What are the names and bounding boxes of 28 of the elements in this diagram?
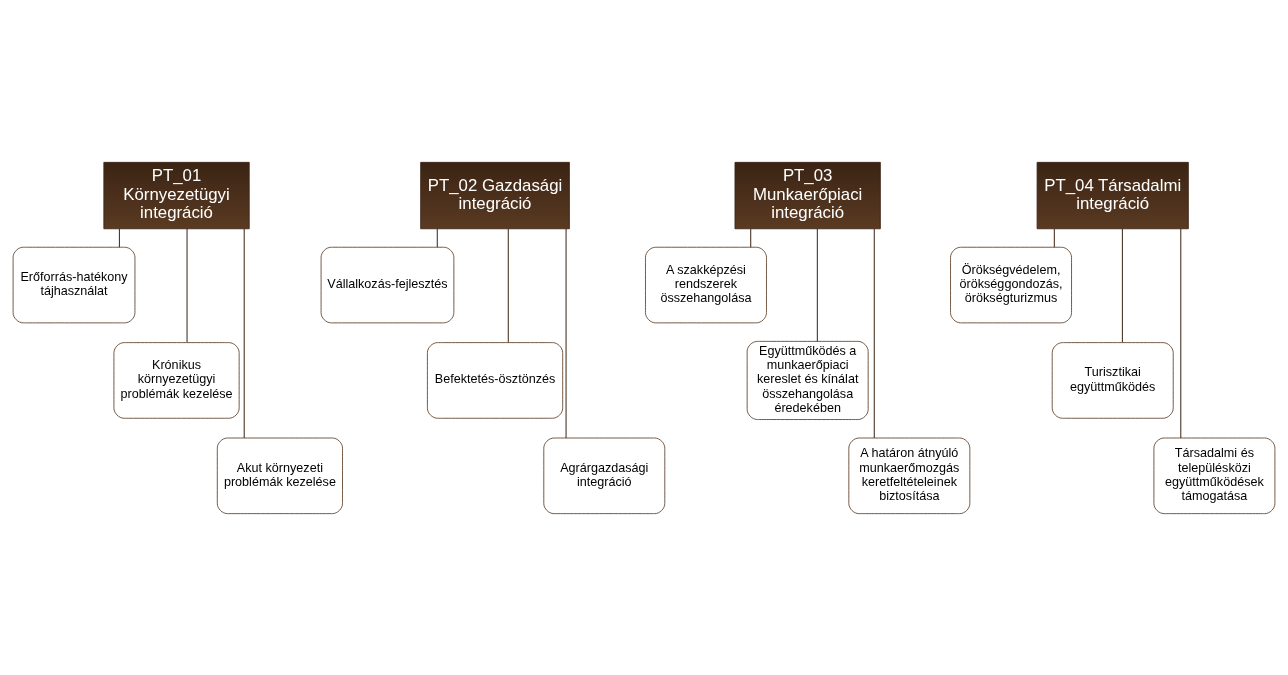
node-box: PT_04 Társadalmi integráció xyxy=(1036,161,1189,229)
node-box: Együttműködés a munkaerőpiaci kereslet és kínálat összehangolása éredekében xyxy=(746,340,869,420)
connector xyxy=(243,227,245,438)
node-box: PT_02 Gazdasági integráció xyxy=(420,161,570,229)
node-box: A határon átnyúló munkaerőmozgás keretfeltételeinek biztosítása xyxy=(848,437,971,514)
connector xyxy=(507,227,509,343)
connector xyxy=(1180,227,1182,438)
node-box: A szakképzési rendszerek összehangolása xyxy=(645,246,767,323)
node-box: Turisztikai együttműködés xyxy=(1051,341,1174,419)
node-box: Örökségvédelem, örökséggondozás, örökségturizmus xyxy=(950,246,1072,323)
connector xyxy=(1121,227,1123,343)
node-box: Befektetés-ösztönzés xyxy=(426,341,564,419)
connector xyxy=(436,227,438,248)
connector xyxy=(565,227,567,438)
node-box: Erőforrás-hatékony tájhasználat xyxy=(12,246,136,323)
connector xyxy=(873,227,875,438)
connector xyxy=(816,227,818,342)
connector xyxy=(186,227,188,343)
node-box: PT_03 Munkaerőpiaci integráció xyxy=(734,161,881,229)
node-box: Vállalkozás-fejlesztés xyxy=(320,246,455,323)
node-box: Agrárgazdasági integráció xyxy=(543,437,666,514)
connector xyxy=(750,227,752,248)
node-box: PT_01 Környezetügyi integráció xyxy=(103,161,250,229)
connector xyxy=(1053,227,1055,248)
node-box: Akut környezeti problémák kezelése xyxy=(216,437,343,514)
node-box: Krónikus környezetügyi problémák kezelése xyxy=(113,341,240,419)
node-box: Társadalmi és településközi együttműködések támogatása xyxy=(1153,437,1276,514)
connector xyxy=(118,227,120,248)
